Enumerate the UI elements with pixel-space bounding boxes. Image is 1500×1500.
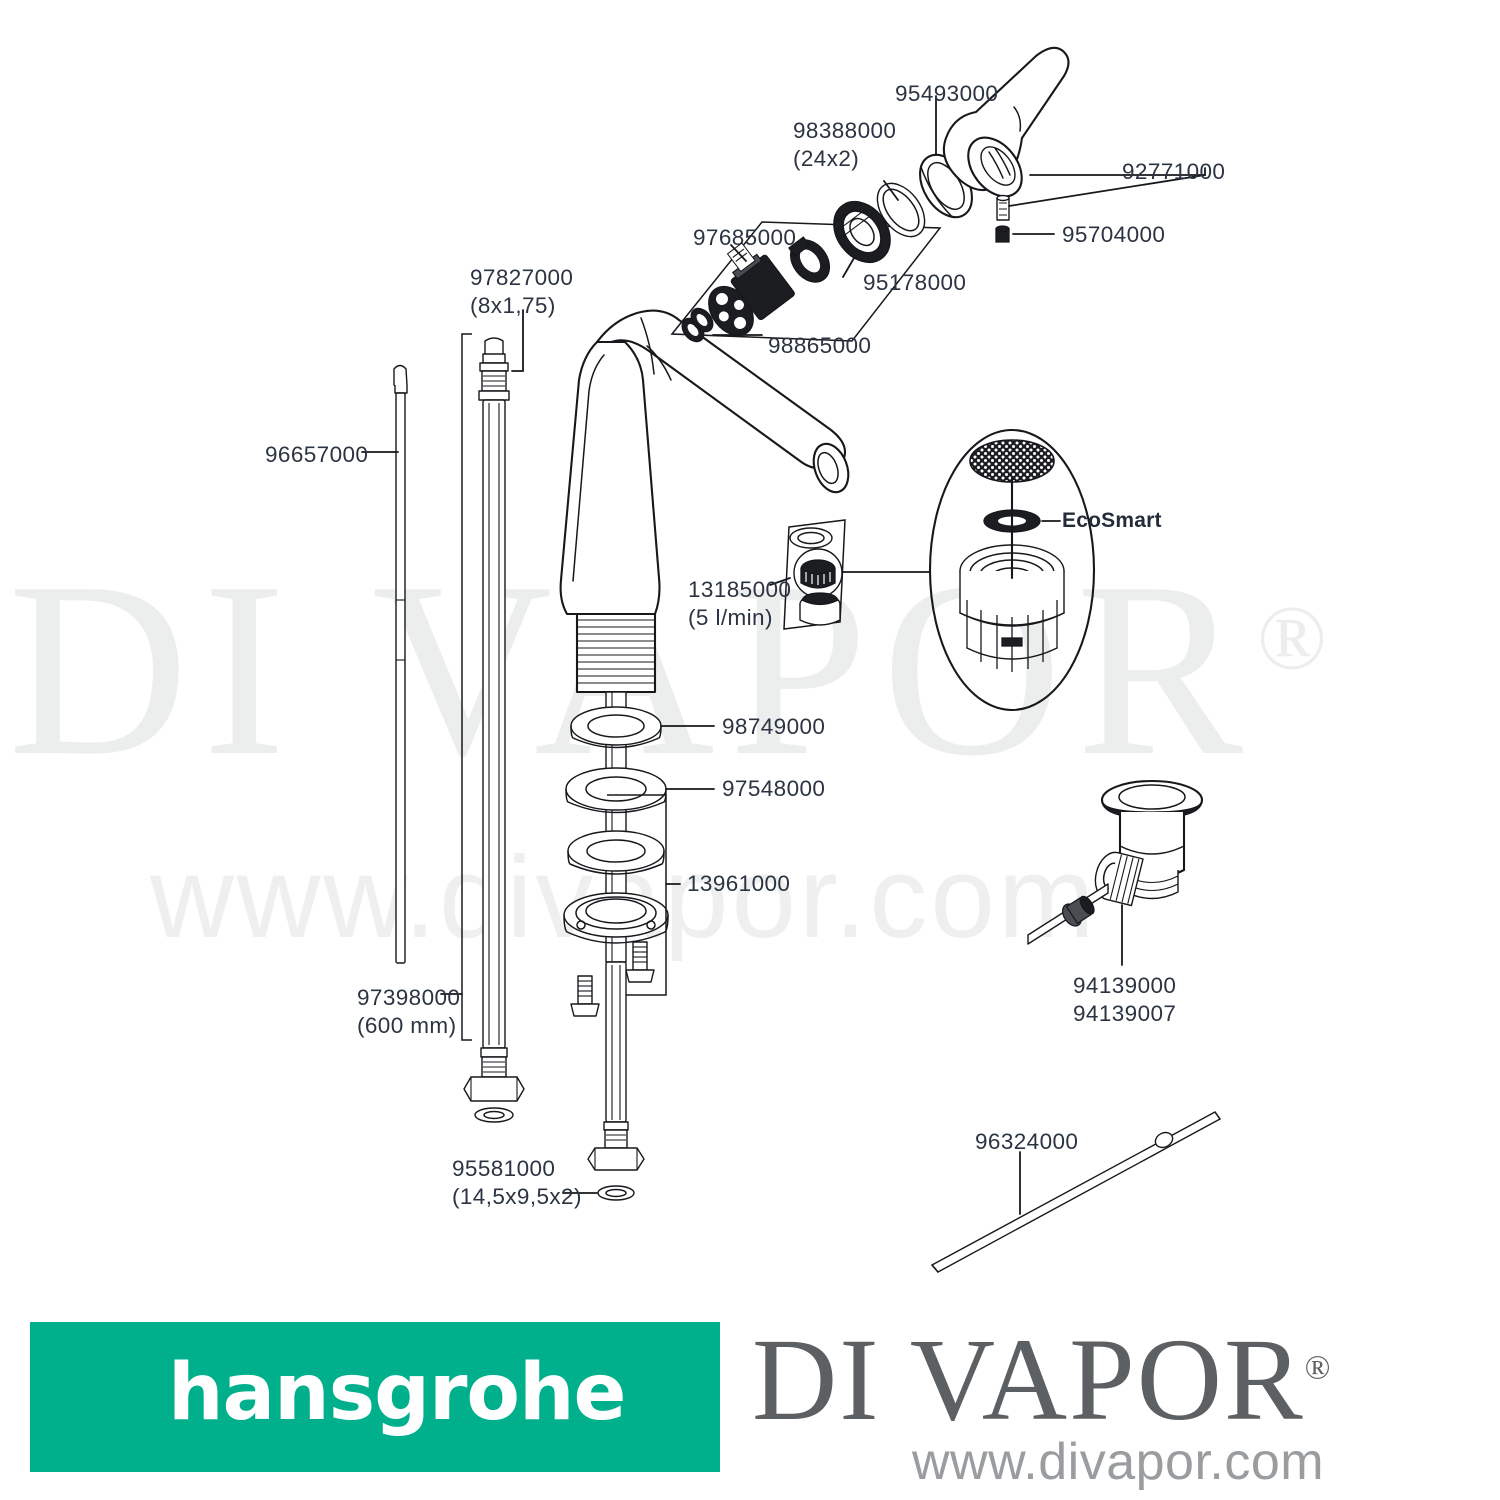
label-97685000: 97685000 bbox=[693, 224, 796, 252]
part-97398000-graphic bbox=[463, 337, 525, 1123]
divapor-name: DI VAPOR bbox=[752, 1314, 1305, 1445]
part-96324000-graphic bbox=[931, 1111, 1221, 1273]
label-97398000: 97398000 (600 mm) bbox=[357, 984, 460, 1040]
part-code: 95581000 bbox=[452, 1156, 556, 1181]
cartridge-assembly-graphic bbox=[670, 182, 942, 343]
part-code: 95704000 bbox=[1062, 222, 1166, 247]
label-13961000: 13961000 bbox=[687, 870, 790, 898]
divapor-logo-text: DI VAPOR® bbox=[752, 1312, 1331, 1448]
part-code: 96657000 bbox=[265, 442, 369, 467]
part-96657000-graphic bbox=[393, 364, 408, 964]
label-13185000: 13185000 (5 l/min) bbox=[688, 576, 791, 632]
label-95704000: 95704000 bbox=[1062, 221, 1165, 249]
label-96324000: 96324000 bbox=[975, 1128, 1078, 1156]
gasket-stack-graphic bbox=[563, 706, 669, 944]
part-code: 13961000 bbox=[687, 871, 791, 896]
part-95704000-graphic bbox=[995, 225, 1010, 243]
part-code: 94139000 bbox=[1073, 973, 1177, 998]
part-98865000-graphic bbox=[681, 307, 714, 343]
part-code: 98865000 bbox=[768, 333, 872, 358]
hansgrohe-logo-box bbox=[30, 1322, 720, 1472]
part-code: 96324000 bbox=[975, 1129, 1079, 1154]
ecosmart-label: EcoSmart bbox=[1062, 509, 1162, 532]
label-94139000: 94139000 94139007 bbox=[1073, 972, 1176, 1028]
label-96657000: 96657000 bbox=[265, 441, 368, 469]
lever-handle-graphic bbox=[942, 46, 1070, 198]
part-code: 97548000 bbox=[722, 776, 826, 801]
centre-hose-graphic bbox=[587, 961, 645, 1201]
part-spec: (5 l/min) bbox=[688, 605, 773, 630]
label-97827000: 97827000 (8x1,75) bbox=[470, 264, 573, 320]
label-92771000: 92771000 bbox=[1122, 158, 1225, 186]
part-code: 92771000 bbox=[1122, 159, 1226, 184]
label-95581000: 95581000 (14,5x9,5x2) bbox=[452, 1155, 582, 1211]
part-code: 98749000 bbox=[722, 714, 826, 739]
label-98749000: 98749000 bbox=[722, 713, 825, 741]
part-spec: (600 mm) bbox=[357, 1013, 457, 1038]
label-97548000: 97548000 bbox=[722, 775, 825, 803]
faucet-body-graphic bbox=[559, 309, 850, 963]
label-98388000: 98388000 (24x2) bbox=[793, 117, 896, 173]
part-spec: (24x2) bbox=[793, 146, 860, 171]
part-code: 97827000 bbox=[470, 265, 574, 290]
part-code: 98388000 bbox=[793, 118, 897, 143]
divapor-url-text: www.divapor.com bbox=[912, 1433, 1325, 1491]
part-code-variant: 94139007 bbox=[1073, 1001, 1177, 1026]
divapor-registered-mark: ® bbox=[1304, 1349, 1331, 1387]
label-95178000: 95178000 bbox=[863, 269, 966, 297]
hansgrohe-logo-text: hansgrohe bbox=[168, 1348, 626, 1438]
label-98865000: 98865000 bbox=[768, 332, 871, 360]
part-spec: (8x1,75) bbox=[470, 293, 556, 318]
ecosmart-detail-bubble bbox=[928, 428, 1096, 712]
part-code: 95493000 bbox=[895, 81, 999, 106]
part-code: 97398000 bbox=[357, 985, 461, 1010]
part-code: 13185000 bbox=[688, 577, 792, 602]
part-92771000-graphic bbox=[996, 194, 1010, 221]
part-code: 97685000 bbox=[693, 225, 797, 250]
part-spec: (14,5x9,5x2) bbox=[452, 1184, 582, 1209]
part-code: 95178000 bbox=[863, 270, 967, 295]
part-13185000-graphic bbox=[783, 519, 846, 630]
label-95493000: 95493000 bbox=[895, 80, 998, 108]
mounting-bolts-graphic bbox=[570, 941, 655, 1017]
part-94139000-graphic bbox=[1027, 779, 1204, 945]
